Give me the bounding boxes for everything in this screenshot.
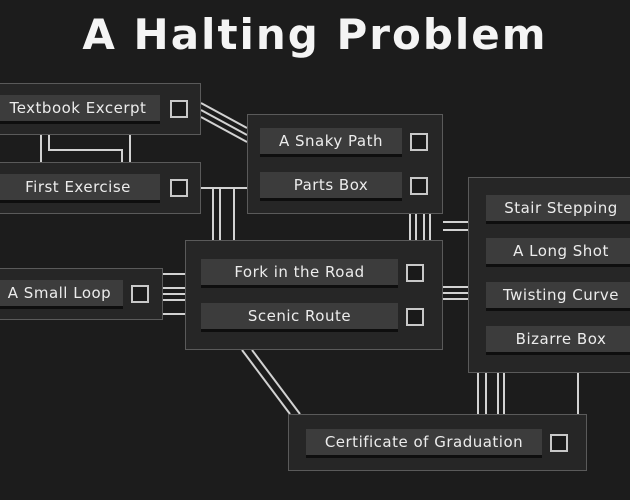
level-checkbox-textbook-excerpt[interactable] <box>170 100 188 118</box>
wire-textbook-snaky-b <box>200 109 248 136</box>
wire-textbook-snaky-c <box>200 116 248 143</box>
level-button-first-exercise[interactable]: First Exercise <box>0 174 160 203</box>
level-button-parts-box[interactable]: Parts Box <box>260 172 402 201</box>
level-checkbox-a-snaky-path[interactable] <box>410 133 428 151</box>
level-button-fork-in-the-road[interactable]: Fork in the Road <box>201 259 398 288</box>
level-checkbox-certificate-of-graduation[interactable] <box>550 434 568 452</box>
level-button-scenic-route[interactable]: Scenic Route <box>201 303 398 332</box>
wire-textbook-first-b <box>48 134 123 162</box>
wire-fork-cert-a <box>241 349 291 415</box>
level-button-bizarre-box[interactable]: Bizarre Box <box>486 326 630 355</box>
level-checkbox-scenic-route[interactable] <box>406 308 424 326</box>
level-button-twisting-curve[interactable]: Twisting Curve <box>486 282 630 311</box>
level-map-title: A Halting Problem <box>82 10 548 59</box>
level-checkbox-first-exercise[interactable] <box>170 179 188 197</box>
level-button-a-small-loop[interactable]: A Small Loop <box>0 280 123 309</box>
level-button-certificate-of-graduation[interactable]: Certificate of Graduation <box>306 429 542 458</box>
level-button-a-long-shot[interactable]: A Long Shot <box>486 238 630 267</box>
level-checkbox-a-small-loop[interactable] <box>131 285 149 303</box>
level-button-textbook-excerpt[interactable]: Textbook Excerpt <box>0 95 160 124</box>
level-checkbox-fork-in-the-road[interactable] <box>406 264 424 282</box>
wire-textbook-snaky-a <box>200 102 248 129</box>
level-button-a-snaky-path[interactable]: A Snaky Path <box>260 128 402 157</box>
level-button-stair-stepping[interactable]: Stair Stepping <box>486 195 630 224</box>
panel-fork-scenic <box>185 240 443 350</box>
level-checkbox-parts-box[interactable] <box>410 177 428 195</box>
wire-fork-cert-b <box>251 349 301 415</box>
